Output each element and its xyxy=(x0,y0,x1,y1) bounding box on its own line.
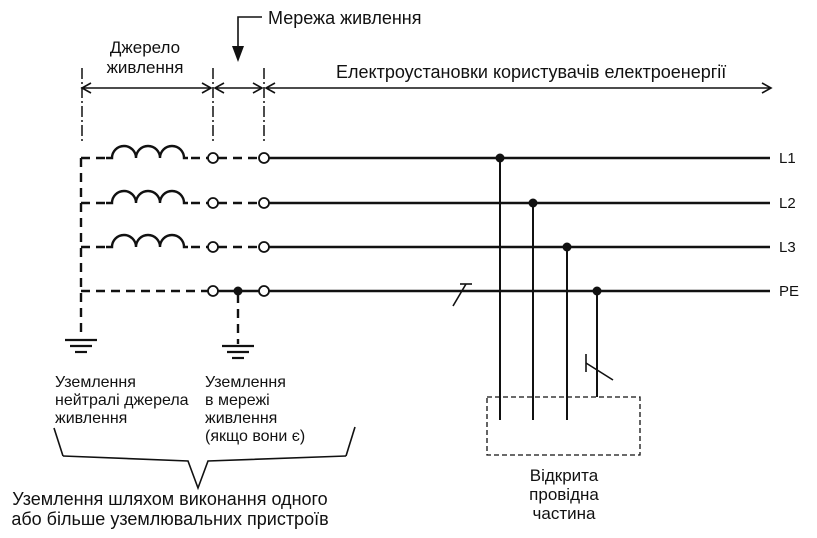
source-winding-coil xyxy=(106,233,188,249)
earthing-group-brace xyxy=(53,426,356,491)
tap-junction-dot xyxy=(528,198,538,208)
tap-junction-dot xyxy=(592,286,602,296)
pe-conductor-marker xyxy=(452,283,472,307)
phase-l2-conductor: L2 xyxy=(81,189,796,212)
l3-tap xyxy=(562,242,572,420)
exposed-part-label-line: Відкрита xyxy=(530,466,599,485)
tap-junction-dot xyxy=(562,242,572,252)
source-earthing-label-line: живлення xyxy=(55,410,127,427)
network-earthing-label-line: в мережі xyxy=(205,392,270,409)
tap-junction-dot xyxy=(495,153,505,163)
source-winding-coil xyxy=(106,189,188,205)
earthing-summary-label-line: або більше уземлювальних пристроїв xyxy=(11,509,328,529)
installation-terminal xyxy=(258,152,270,164)
l2-tap xyxy=(528,198,538,420)
source-ground-icon xyxy=(65,338,97,354)
network-ground-icon xyxy=(222,344,254,360)
supply-network-pointer-arrow xyxy=(232,16,262,62)
brace-body xyxy=(62,455,347,491)
power-source-label-line: Джерело xyxy=(110,38,180,57)
l1-tap xyxy=(495,153,505,420)
installation-terminal xyxy=(258,285,270,297)
network-earthing-label-line: (якщо вони є) xyxy=(205,428,305,445)
left-arrowhead xyxy=(80,82,92,94)
installation-terminal xyxy=(258,241,270,253)
power-source-label-line: живлення xyxy=(107,58,184,77)
supply-network-label: Мережа живлення xyxy=(268,8,421,28)
network-terminal xyxy=(207,285,219,297)
left-arrowhead xyxy=(213,82,225,94)
conductor-label-pe: PE xyxy=(779,283,799,300)
exposed-part-label-line: провідна xyxy=(529,485,599,504)
network-terminal xyxy=(207,241,219,253)
pointer-arrowhead xyxy=(232,46,244,62)
phase-l1-conductor: L1 xyxy=(81,144,796,167)
consumer-installations-label: Електроустановки користувачів електроене… xyxy=(336,62,726,82)
conductor-label-l3: L3 xyxy=(779,239,796,256)
installations-span-arrow xyxy=(264,82,773,94)
protective-earth-conductor: PE xyxy=(81,283,799,307)
pointer-leader-line xyxy=(237,16,262,50)
network-terminal xyxy=(207,197,219,209)
power-source-span-arrow xyxy=(80,82,213,94)
right-arrowhead xyxy=(761,82,773,94)
pe-tap-marker xyxy=(585,354,614,381)
brace-left-end xyxy=(53,427,64,457)
phase-l3-conductor: L3 xyxy=(81,233,796,256)
network-earthing-label-line: живлення xyxy=(205,410,277,427)
left-arrowhead xyxy=(264,82,276,94)
network-earthing-label-line: Уземлення xyxy=(205,374,286,391)
right-arrowhead xyxy=(201,82,213,94)
source-earthing-label-line: нейтралі джерела xyxy=(55,392,189,409)
brace-right-end xyxy=(345,426,356,457)
network-terminal xyxy=(207,152,219,164)
source-earthing-label-line: Уземлення xyxy=(55,374,136,391)
installation-terminal xyxy=(258,197,270,209)
network-earth-junction-dot xyxy=(233,286,243,296)
supply-network-span-arrow xyxy=(213,82,264,94)
conductor-label-l2: L2 xyxy=(779,195,796,212)
source-winding-coil xyxy=(106,144,188,160)
pe-tap xyxy=(585,286,614,397)
exposed-part-label-line: частина xyxy=(533,504,596,523)
marker-slash xyxy=(585,362,614,381)
right-arrowhead xyxy=(252,82,264,94)
exposed-conductive-part-box xyxy=(486,396,641,456)
conductor-label-l1: L1 xyxy=(779,150,796,167)
marker-slash xyxy=(452,283,467,307)
earthing-summary-label-line: Уземлення шляхом виконання одного xyxy=(12,489,327,509)
